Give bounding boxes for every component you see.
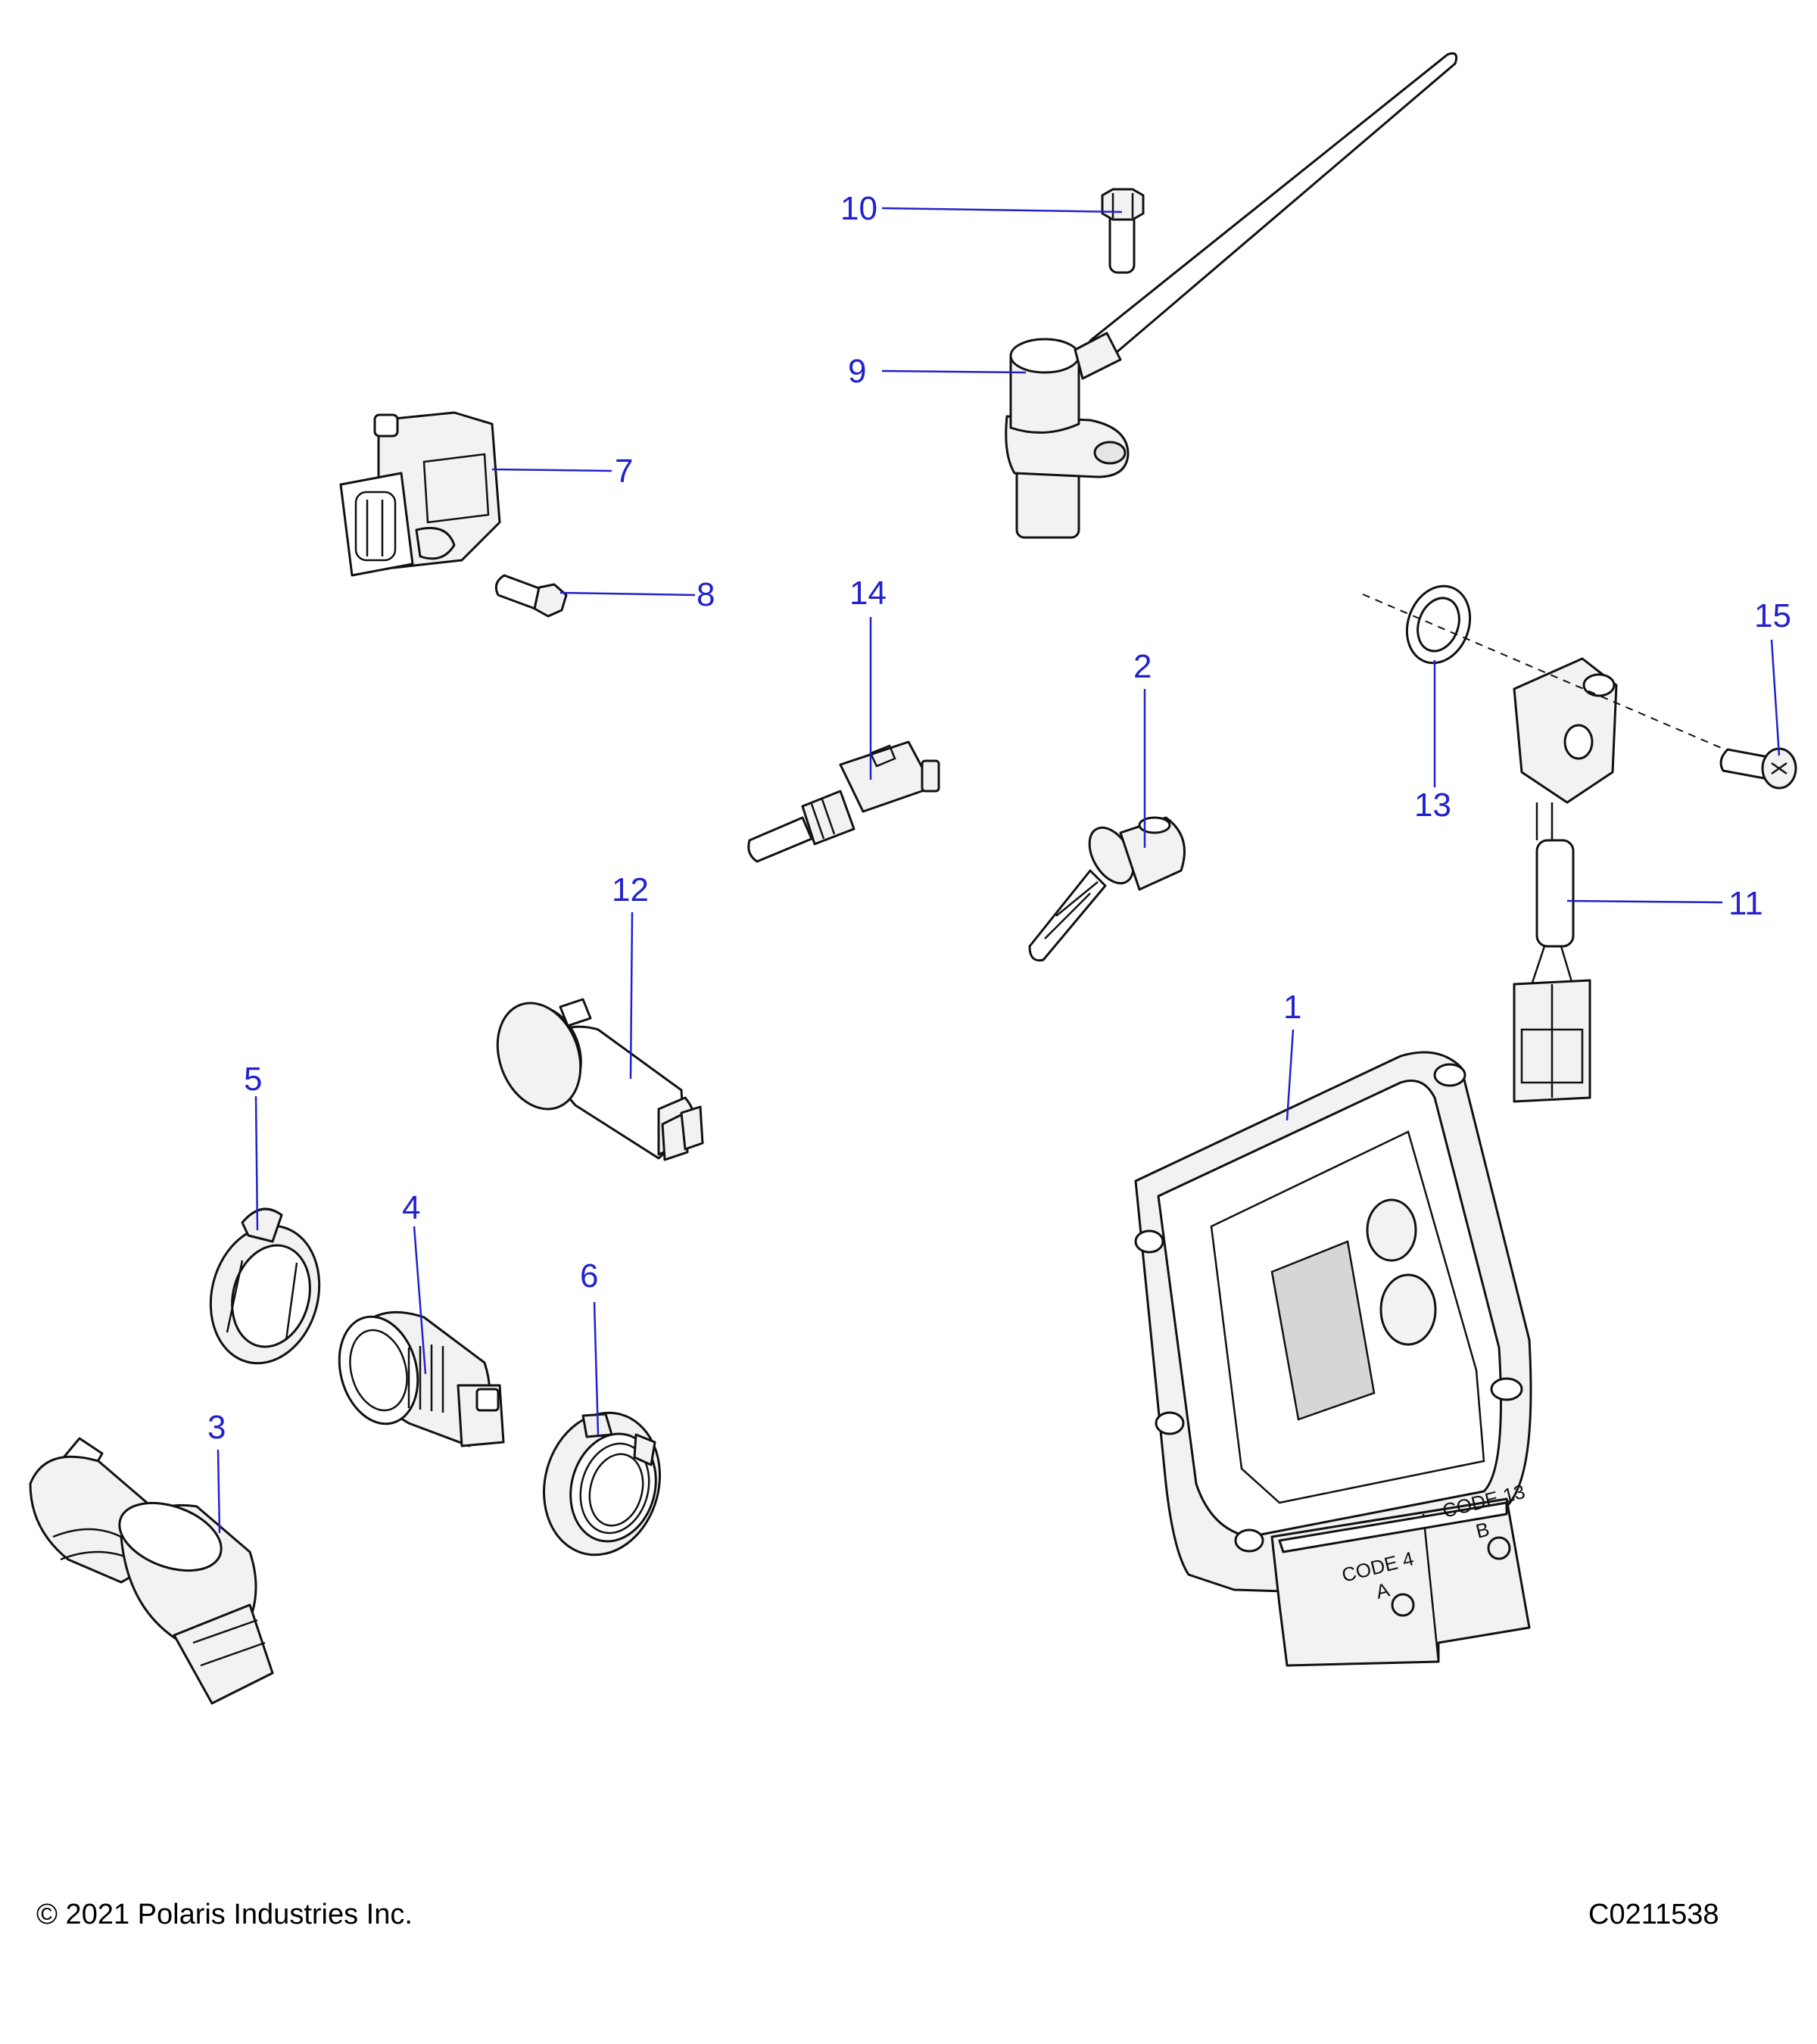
part-13-o-ring — [1405, 584, 1472, 665]
part-10-bolt — [1101, 188, 1145, 274]
part-3-ignition-switch — [29, 1437, 274, 1705]
part-12-relay — [496, 998, 704, 1161]
part-6-nut — [542, 1411, 662, 1556]
callout-12: 12 — [612, 871, 649, 908]
callout-5: 5 — [244, 1061, 262, 1098]
callout-numbers: 1 2 3 4 5 6 7 8 9 10 11 12 13 14 15 — [207, 190, 1791, 1446]
part-1-ecu: CODE 4 A CODE 13 B — [1134, 1051, 1532, 1667]
copyright-notice: © 2021 Polaris Industries Inc. — [36, 1899, 413, 1930]
callout-2: 2 — [1133, 648, 1152, 685]
part-14-temp-sensor — [747, 740, 940, 863]
callout-10: 10 — [840, 190, 877, 227]
callout-9: 9 — [848, 353, 866, 390]
part-8-bolt — [494, 574, 568, 618]
part-15-screw — [1719, 747, 1797, 790]
part-9-speed-sensor — [1005, 52, 1458, 539]
callout-11: 11 — [1728, 885, 1763, 922]
callout-15: 15 — [1754, 597, 1791, 634]
leader-lines — [217, 207, 1781, 1534]
figure-code: C0211538 — [1588, 1899, 1719, 1930]
callout-6: 6 — [580, 1257, 598, 1295]
part-11-tps-harness — [1513, 657, 1618, 1103]
callout-3: 3 — [207, 1409, 226, 1446]
callout-14: 14 — [849, 575, 887, 612]
part-5-bezel-ring — [209, 1207, 321, 1365]
callout-13: 13 — [1414, 787, 1451, 824]
callout-1: 1 — [1283, 989, 1301, 1026]
callout-8: 8 — [697, 576, 715, 613]
callout-7: 7 — [615, 453, 633, 490]
part-2-air-temp-sensor — [1028, 816, 1186, 962]
part-4-switch-housing — [338, 1310, 505, 1447]
callout-4: 4 — [402, 1189, 420, 1226]
part-7-map-sensor — [339, 411, 501, 577]
